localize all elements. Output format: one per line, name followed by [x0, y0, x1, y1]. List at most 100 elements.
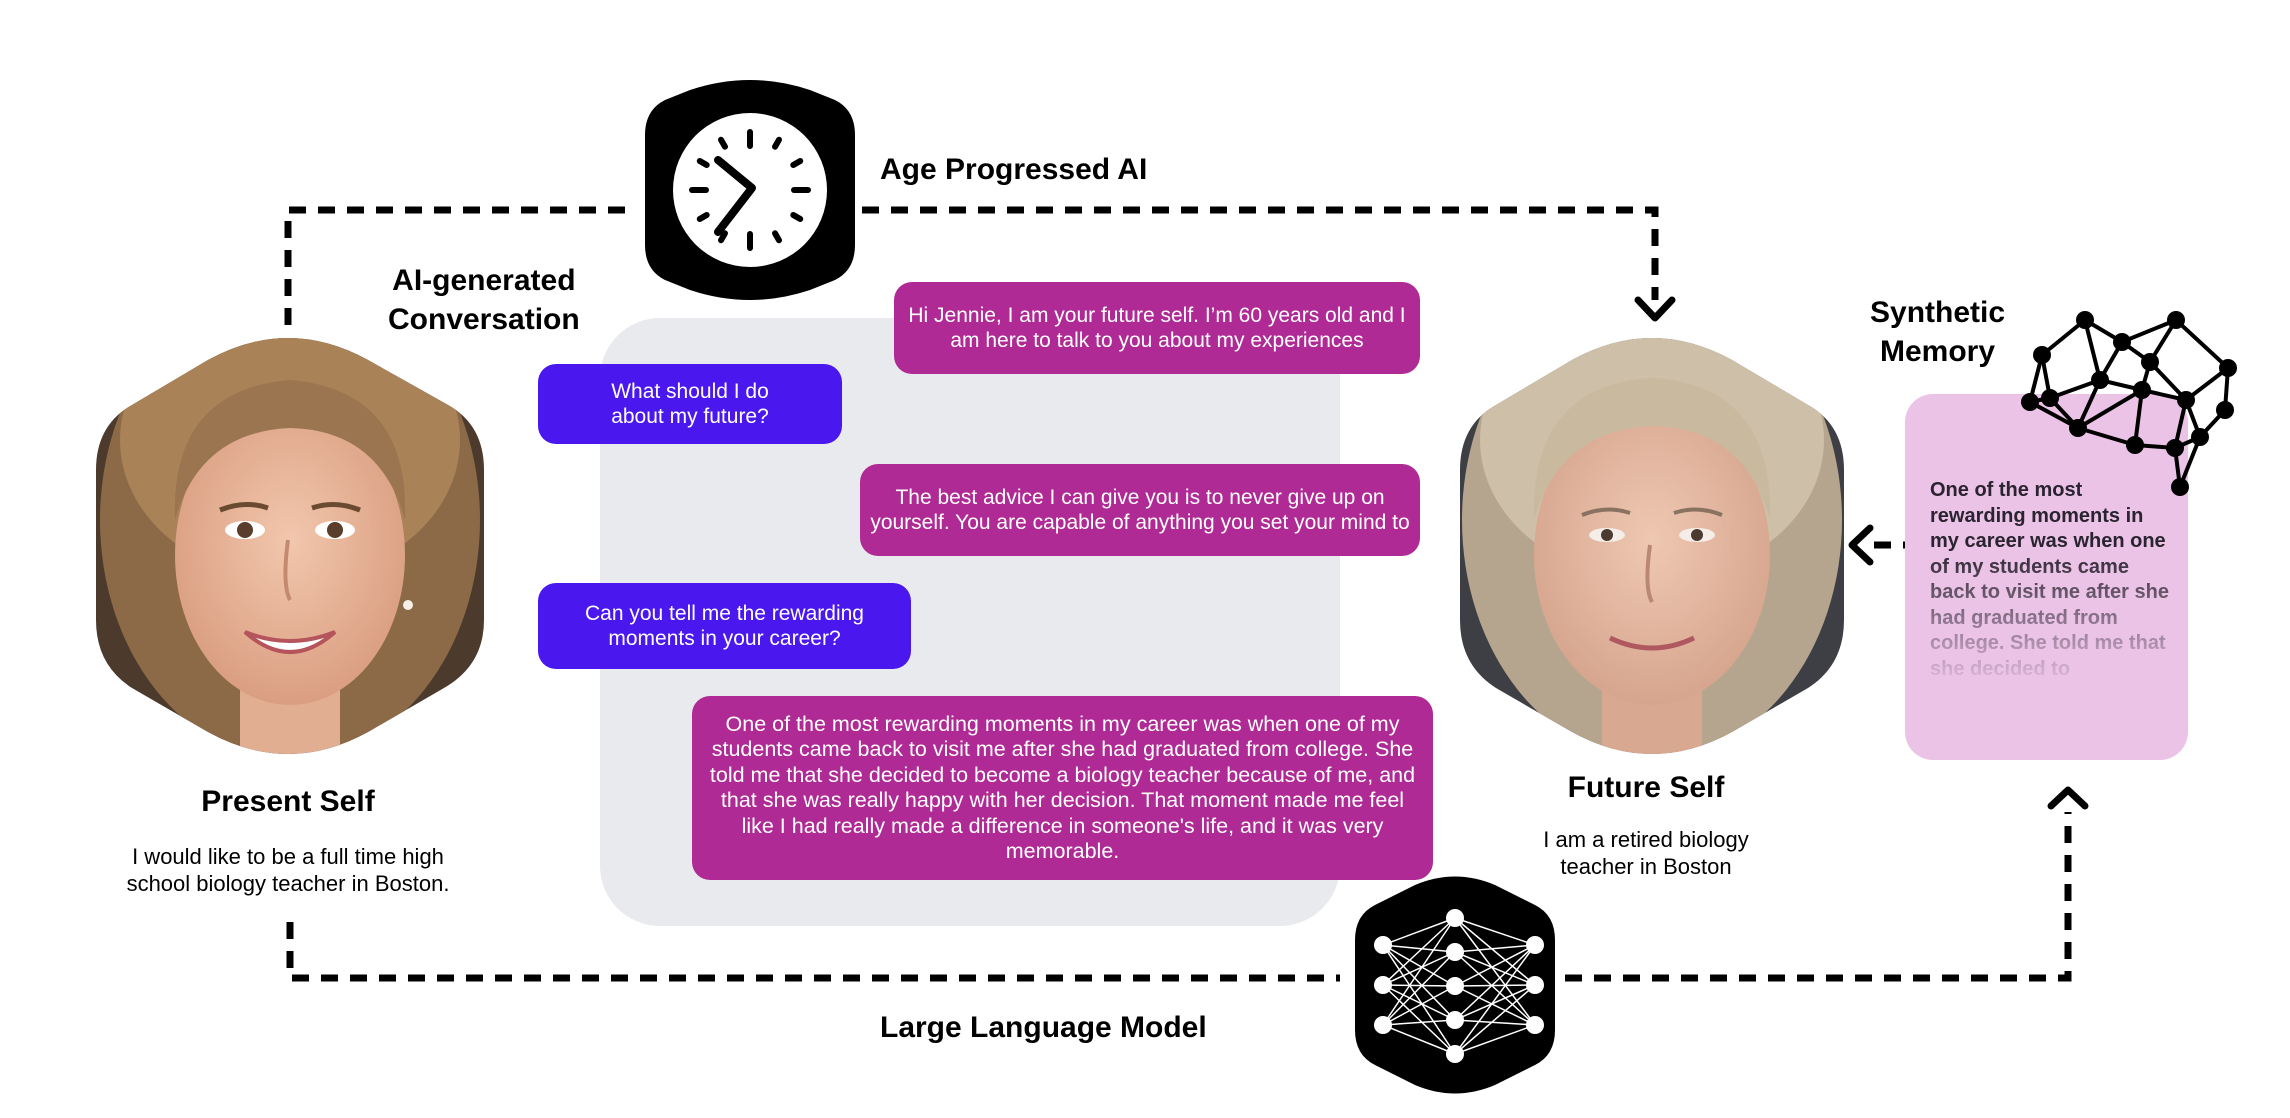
nn-node: [1446, 1045, 1464, 1063]
nn-edge: [1454, 944, 1536, 1055]
nn-edge: [1382, 1024, 1456, 1055]
present-self-label: Present Self: [201, 785, 375, 818]
nn-edge: [1382, 985, 1456, 1026]
clock-tick: [772, 136, 782, 150]
chat-bubble-user: What should I do about my future?: [538, 364, 842, 444]
nn-node: [1446, 909, 1464, 927]
clock-tick: [696, 158, 710, 168]
brain-edge: [2040, 318, 2087, 357]
synthetic-memory-card: One of the most rewarding moments in my …: [1905, 394, 2188, 760]
brain-node: [2076, 311, 2094, 329]
brain-node: [2191, 428, 2209, 446]
brain-node: [2113, 333, 2131, 351]
brain-edge: [2029, 400, 2079, 430]
nn-edge: [1454, 1019, 1536, 1026]
clock-tick: [696, 212, 710, 222]
chat-bubble-user: Can you tell me the rewarding moments in…: [538, 583, 911, 669]
nn-edge: [1454, 984, 1536, 1021]
brain-edge: [2076, 388, 2144, 430]
brain-node: [2216, 401, 2234, 419]
nn-edge: [1454, 951, 1536, 986]
nn-node: [1374, 976, 1392, 994]
connector-top: [284, 206, 625, 325]
nn-edge: [1382, 1019, 1456, 1026]
clock-tick: [718, 230, 728, 244]
nn-edge: [1382, 944, 1456, 987]
brain-node: [2167, 311, 2185, 329]
nn-edge: [1454, 917, 1536, 946]
nn-edge: [1382, 984, 1456, 1055]
chat-bubble-ai: One of the most rewarding moments in my …: [692, 696, 1433, 880]
brain-node: [2126, 436, 2144, 454]
nn-edge: [1382, 984, 1456, 987]
brain-edge: [2077, 426, 2136, 447]
future-self-label: Future Self: [1567, 771, 1725, 804]
brain-edge: [2121, 318, 2177, 344]
nn-edge: [1454, 984, 1536, 987]
nn-edge: [1454, 917, 1536, 986]
nn-node: [1446, 977, 1464, 995]
nn-edge: [1454, 917, 1536, 1026]
clock-tick: [790, 212, 804, 222]
nn-edge: [1454, 951, 1536, 1026]
nn-edge: [1382, 951, 1456, 986]
llm-title: Large Language Model: [880, 1011, 1207, 1044]
brain-node: [2033, 346, 2051, 364]
clock-tick: [772, 230, 782, 244]
nn-node: [1526, 936, 1544, 954]
memory-text: One of the most rewarding moments in my …: [1930, 479, 2169, 680]
nn-edge: [1382, 917, 1456, 946]
nn-edge: [1454, 944, 1536, 953]
chat-bubble-ai: Hi Jennie, I am your future self. I’m 60…: [894, 282, 1420, 374]
nn-edge: [1454, 944, 1536, 1021]
future-self-description: I am a retired biology teacher in Boston: [1543, 827, 1749, 879]
nn-node: [1374, 936, 1392, 954]
arrow-left-future: [1848, 524, 1874, 566]
nn-edge: [1454, 944, 1536, 987]
nn-edge: [1382, 944, 1456, 1021]
brain-node: [2219, 359, 2237, 377]
nn-edge: [1382, 984, 1456, 1021]
clock-tick: [718, 136, 728, 150]
connector-top-right: [862, 206, 1659, 300]
nn-node: [1526, 976, 1544, 994]
nn-node: [1374, 1016, 1392, 1034]
nn-edge: [1454, 985, 1536, 1026]
brain-node: [2021, 393, 2039, 411]
clock-tick: [790, 158, 804, 168]
brain-node: [2177, 391, 2195, 409]
nn-node: [1526, 1016, 1544, 1034]
brain-node: [2069, 419, 2087, 437]
nn-edge: [1382, 951, 1456, 1026]
nn-edge: [1382, 944, 1456, 1055]
brain-edge: [2083, 319, 2102, 381]
brain-edge: [2133, 389, 2144, 446]
nn-node: [1446, 1011, 1464, 1029]
brain-node: [2133, 381, 2151, 399]
brain-node: [2171, 478, 2189, 496]
connector-bottom-right: [1565, 812, 2072, 982]
chat-bubble-ai: The best advice I can give you is to nev…: [860, 464, 1420, 556]
nn-edge: [1382, 917, 1456, 1026]
age-progressed-title: Age Progressed AI: [880, 153, 1148, 186]
nn-edge: [1454, 984, 1536, 1055]
nn-edge: [1382, 944, 1456, 953]
brain-node: [2091, 371, 2109, 389]
brain-edge: [2174, 318, 2230, 370]
present-self-description: I would like to be a full time high scho…: [126, 844, 450, 896]
arrow-down-future: [1634, 296, 1676, 322]
arrow-up-memory: [2047, 786, 2089, 810]
connector-bottom-left: [286, 922, 1340, 982]
brain-node: [2041, 389, 2059, 407]
brain-node: [2166, 439, 2184, 457]
nn-edge: [1382, 917, 1456, 986]
nn-node: [1446, 943, 1464, 961]
ai-conversation-title: AI-generated Conversation: [388, 264, 580, 336]
nn-edge: [1454, 1024, 1536, 1055]
brain-node: [2141, 353, 2159, 371]
synthetic-memory-title: Synthetic Memory: [1870, 296, 2006, 368]
